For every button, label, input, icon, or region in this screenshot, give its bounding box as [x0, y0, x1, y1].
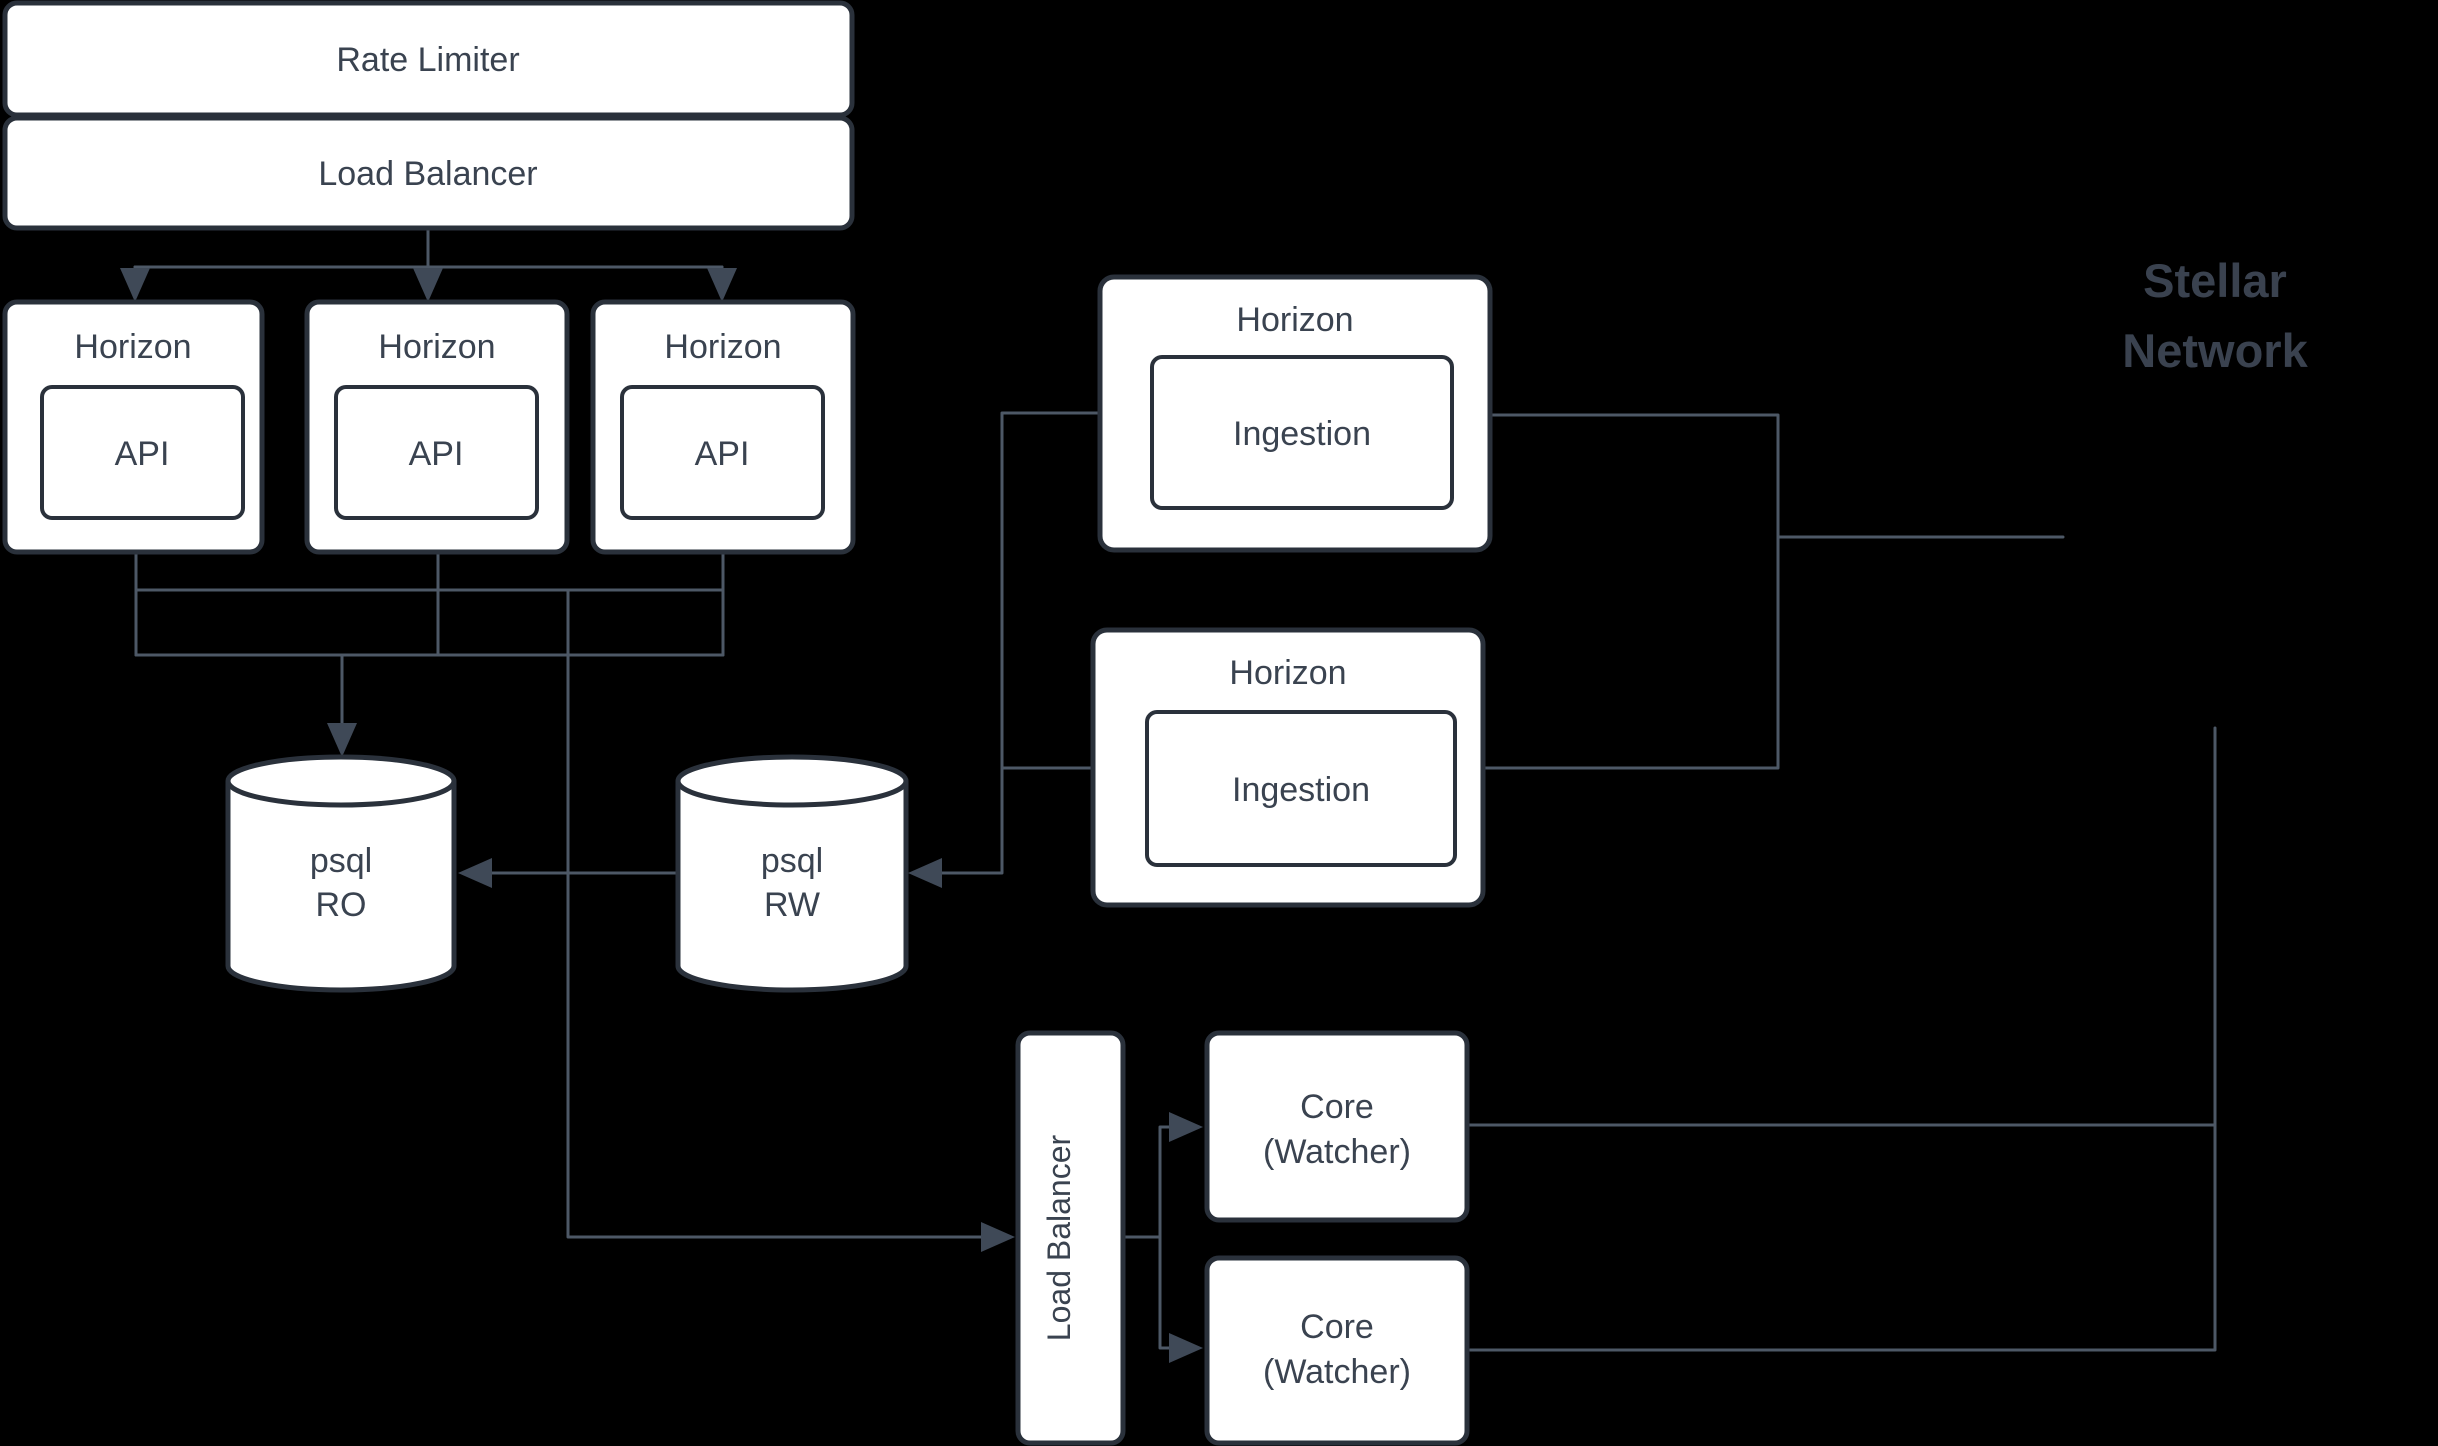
load-balancer-box: [2, 115, 855, 231]
api-box: [40, 385, 245, 520]
rate-limiter-box: [2, 0, 855, 118]
rate-limiter-label: Rate Limiter: [336, 41, 519, 79]
arrowheads: [120, 268, 1203, 1363]
arrow-down-icon: [413, 268, 443, 302]
arrow-left-icon: [908, 858, 942, 888]
core-lb-label: Load Balancer: [1041, 1134, 1077, 1341]
load-balancer-label: Load Balancer: [318, 155, 537, 193]
edge-lb-drops: [133, 265, 724, 270]
core-box: [1204, 1255, 1470, 1446]
node-rate-limiter: Rate Limiter: [2, 0, 855, 118]
arrow-down-icon: [327, 723, 357, 757]
db-label-line1: psql: [310, 842, 372, 880]
core-label-line1: Core: [1300, 1308, 1374, 1346]
node-horizon-ingestion-1: Horizon Ingestion: [1097, 274, 1493, 553]
horizon-title: Horizon: [664, 328, 781, 366]
node-horizon-api-1: Horizon API: [2, 299, 265, 555]
arrow-left-icon: [458, 858, 492, 888]
api-label: API: [695, 435, 750, 473]
database-cylinder-top-icon: [675, 754, 909, 808]
ingestion-box: [1150, 355, 1454, 510]
arrow-down-icon: [707, 268, 737, 302]
core-box: [1204, 1030, 1470, 1223]
edge-ingestion-to-rw: [940, 411, 1102, 875]
network-label-line1: Stellar: [2143, 254, 2287, 307]
node-core-watcher-2: Core (Watcher): [1204, 1255, 1470, 1446]
core-lb-box: [1015, 1030, 1126, 1446]
node-psql-rw: psql RW: [675, 754, 909, 993]
edge-trunk-to-core-lb: [566, 588, 985, 1239]
database-cylinder-icon: [675, 781, 909, 993]
api-label: API: [115, 435, 170, 473]
arrow-down-icon: [120, 268, 150, 302]
api-box: [334, 385, 539, 520]
ingestion-box: [1145, 710, 1457, 867]
core-label-line2: (Watcher): [1263, 1353, 1411, 1391]
ingestion-label: Ingestion: [1232, 771, 1370, 809]
node-horizon-ingestion-2: Horizon Ingestion: [1090, 627, 1486, 908]
core-label-line1: Core: [1300, 1088, 1374, 1126]
core-label-line2: (Watcher): [1263, 1133, 1411, 1171]
arrow-right-icon: [1169, 1112, 1203, 1142]
edge-core-lb-fork: [1121, 1125, 1172, 1350]
edge-api-drops: [134, 550, 725, 657]
db-label-line1: psql: [761, 842, 823, 880]
node-psql-ro: psql RO: [225, 754, 457, 993]
database-cylinder-icon: [225, 781, 457, 993]
network-label-line2: Network: [2122, 324, 2308, 377]
database-cylinder-top-icon: [225, 754, 457, 808]
ingestion-label: Ingestion: [1233, 415, 1371, 453]
node-core-load-balancer: Load Balancer: [1015, 1030, 1126, 1446]
arrow-right-icon: [1169, 1333, 1203, 1363]
node-core-watcher-1: Core (Watcher): [1204, 1030, 1470, 1223]
edge-ingestion-right-loop: [1481, 413, 1780, 770]
horizon-title: Horizon: [1229, 654, 1346, 692]
stellar-network-label: Stellar Network: [2122, 254, 2308, 377]
db-label-line2: RW: [764, 886, 820, 924]
api-label: API: [409, 435, 464, 473]
horizon-title: Horizon: [1236, 301, 1353, 339]
node-horizon-api-3: Horizon API: [590, 299, 856, 555]
edge-core2-to-network: [1468, 726, 2217, 1352]
horizon-title: Horizon: [74, 328, 191, 366]
connector-lines: [133, 226, 2217, 1352]
node-horizon-api-2: Horizon API: [304, 299, 570, 555]
api-box: [620, 385, 825, 520]
arrow-right-icon: [981, 1222, 1015, 1252]
db-label-line2: RO: [316, 886, 367, 924]
node-load-balancer: Load Balancer: [2, 115, 855, 231]
horizon-title: Horizon: [378, 328, 495, 366]
